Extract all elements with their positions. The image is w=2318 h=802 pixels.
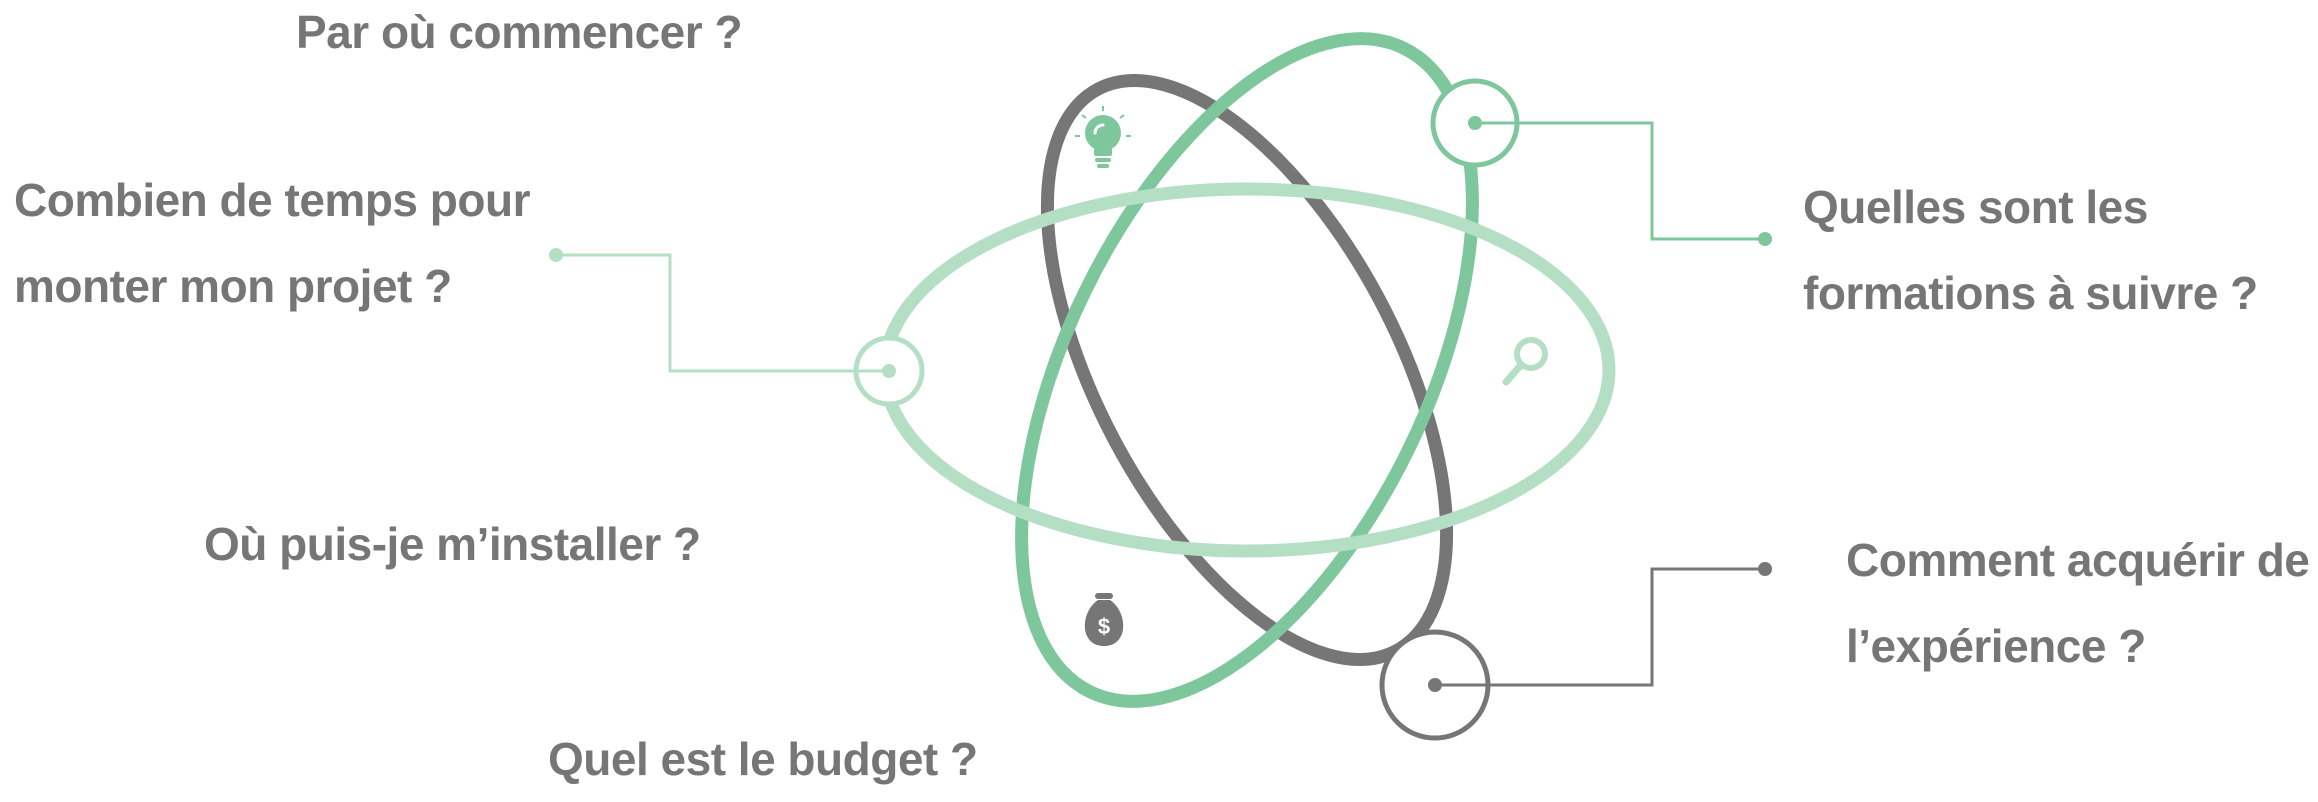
- money-bag-icon: $: [1084, 593, 1124, 646]
- question-training-line2: formations à suivre ?: [1803, 267, 2258, 319]
- orbit-light-green: [878, 182, 1616, 558]
- connector-training: [1430, 78, 1772, 246]
- question-experience-line2: l’expérience ?: [1846, 620, 2146, 672]
- question-start: Par où commencer ?: [296, 6, 743, 58]
- question-duration-line2: monter mon projet ?: [14, 260, 452, 312]
- dollar-sign: $: [1098, 614, 1110, 639]
- lightbulb-icon: [1075, 106, 1131, 168]
- question-budget: Quel est le budget ?: [548, 733, 978, 785]
- connector-duration: [549, 248, 925, 407]
- question-duration-line1: Combien de temps pour: [14, 174, 530, 226]
- question-experience-line1: Comment acquérir de: [1846, 534, 2310, 586]
- question-training-line1: Quelles sont les: [1803, 181, 2148, 233]
- orbit-green: [1015, 32, 1479, 708]
- connector-experience: [1379, 562, 1772, 741]
- magnifier-icon: [1502, 337, 1548, 386]
- question-location: Où puis-je m’installer ?: [204, 518, 701, 570]
